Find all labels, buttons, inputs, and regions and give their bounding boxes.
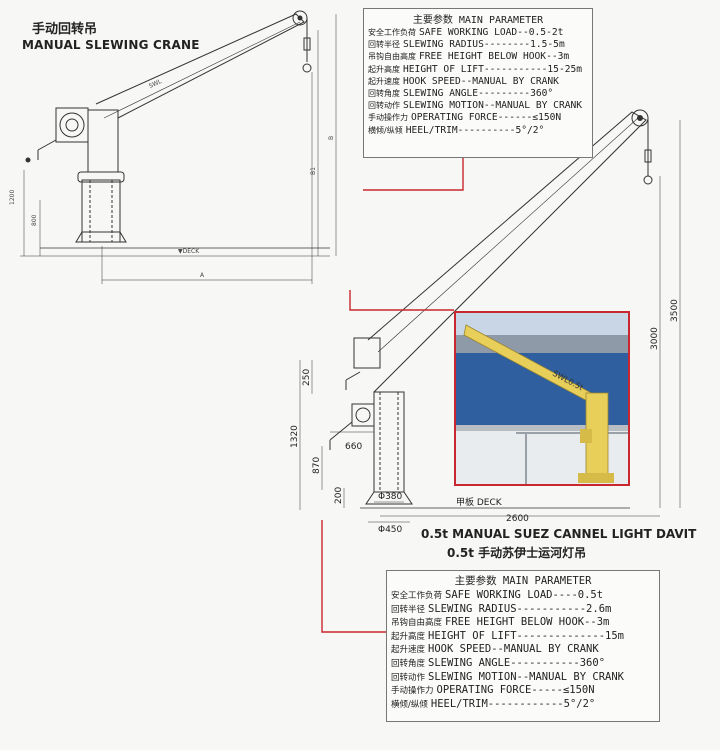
crane-parameter-row-en: HEEL/TRIM----------5°/2° [405, 124, 545, 136]
davit-parameter-row-cn: 起升速度 [391, 645, 426, 656]
crane-parameter-row-cn: 起升速度 [368, 76, 400, 86]
davit-parameter-row-en: SLEWING ANGLE-----------360° [428, 656, 606, 669]
davit-parameter-row-en: HOOK SPEED--MANUAL BY CRANK [428, 643, 599, 656]
parameter-table-header: 主要参数 MAIN PARAMETER [412, 15, 544, 26]
crane1-title-cn: 手动回转吊 [32, 22, 98, 37]
dim-800-label: 800 [31, 214, 38, 226]
crane-parameter-row-cn: 横倾/纵倾 [368, 125, 403, 135]
davit-parameter-row-en: SAFE WORKING LOAD----0.5t [445, 589, 604, 601]
crane-parameter-row-cn: 安全工作负荷 [368, 28, 416, 37]
davit-parameter-row-cn: 回转角度 [391, 658, 426, 669]
dim-phi380-label: Φ380 [378, 492, 403, 502]
davit-parameter-row-en: HEEL/TRIM------------5°/2° [430, 697, 596, 710]
davit-parameter-row-cn: 回转半径 [391, 604, 426, 615]
davit-parameter-row-cn: 安全工作负荷 [391, 591, 443, 601]
dim-a-label: A [200, 272, 205, 279]
dim-250-label: 250 [302, 369, 312, 386]
davit-parameter-row-cn: 吊钩自由高度 [391, 618, 443, 629]
crane-parameter-row-en: SLEWING ANGLE---------360° [403, 88, 554, 100]
davit-parameter-row-en: SLEWING RADIUS-----------2.6m [428, 602, 612, 615]
davit-parameter-row-cn: 手动操作力 [391, 686, 434, 697]
dim-3500-label: 3500 [670, 299, 680, 322]
crane-parameter-row-cn: 回转半径 [368, 40, 400, 50]
crane-parameter-row-en: HOOK SPEED--MANUAL BY CRANK [403, 75, 559, 87]
dim-b-label: B [328, 136, 335, 140]
davit-parameter-row-en: FREE HEIGHT BELOW HOOK--3m [445, 616, 610, 629]
crane-parameter-row-en: FREE HEIGHT BELOW HOOK--3m [419, 51, 570, 63]
dim-870-label: 870 [312, 457, 322, 474]
manual-slewing-crane-drawing [20, 10, 464, 284]
crane-parameter-row-cn: 起升高度 [368, 64, 400, 74]
davit-parameter-row-cn: 横倾/纵倾 [391, 699, 428, 710]
parameter-table-header-davit: 主要参数 MAIN PARAMETER [454, 575, 592, 587]
davit-parameter-row-en: OPERATING FORCE-----≤150N [436, 684, 595, 697]
crane-parameter-row-en: SLEWING RADIUS--------1.5-5m [403, 39, 565, 51]
dim-3000-label: 3000 [650, 327, 660, 350]
crane1-deck-label: ▼DECK [178, 248, 200, 255]
dim-1320-label: 1320 [290, 425, 300, 448]
crane-parameter-row-en: SLEWING MOTION--MANUAL BY CRANK [403, 100, 583, 112]
dim-1200-label: 1200 [9, 190, 16, 205]
davit-parameter-row-cn: 回转动作 [391, 672, 426, 683]
crane-parameter-row-cn: 吊钩自由高度 [368, 52, 416, 62]
dim-200-label: 200 [334, 487, 344, 504]
dim-b1-label: B1 [310, 167, 317, 175]
light-davit-drawing [299, 109, 681, 633]
crane-parameter-row-cn: 手动操作力 [368, 113, 408, 123]
davit-caption-en: 0.5t MANUAL SUEZ CANNEL LIGHT DAVIT [421, 527, 697, 541]
dim-660-label: 660 [345, 442, 362, 452]
dim-phi450-label: Φ450 [378, 525, 403, 535]
crane-parameter-row-en: HEIGHT OF LIFT-----------15-25m [403, 63, 583, 75]
crane-parameter-row-en: OPERATING FORCE------≤150N [411, 112, 562, 124]
crane1-title-en: MANUAL SLEWING CRANE [22, 38, 200, 52]
davit-parameter-row-en: SLEWING MOTION--MANUAL BY CRANK [428, 670, 624, 683]
crane1-boom-swl-label: SWL [148, 78, 163, 90]
dim-2600-label: 2600 [506, 514, 529, 524]
crane-parameter-row-en: SAFE WORKING LOAD--0.5-2t [419, 27, 564, 38]
crane-parameter-row-cn: 回转角度 [368, 89, 400, 99]
davit-photo: SWL0.5t [454, 311, 630, 486]
davit-parameter-row-en: HEIGHT OF LIFT--------------15m [428, 629, 624, 642]
davit-deck-label: 甲板 DECK [456, 496, 503, 508]
davit-caption-cn: 0.5t 手动苏伊士运河灯吊 [447, 546, 587, 560]
crane-parameter-row-cn: 回转动作 [368, 101, 400, 111]
davit-parameter-row-cn: 起升高度 [391, 631, 426, 642]
